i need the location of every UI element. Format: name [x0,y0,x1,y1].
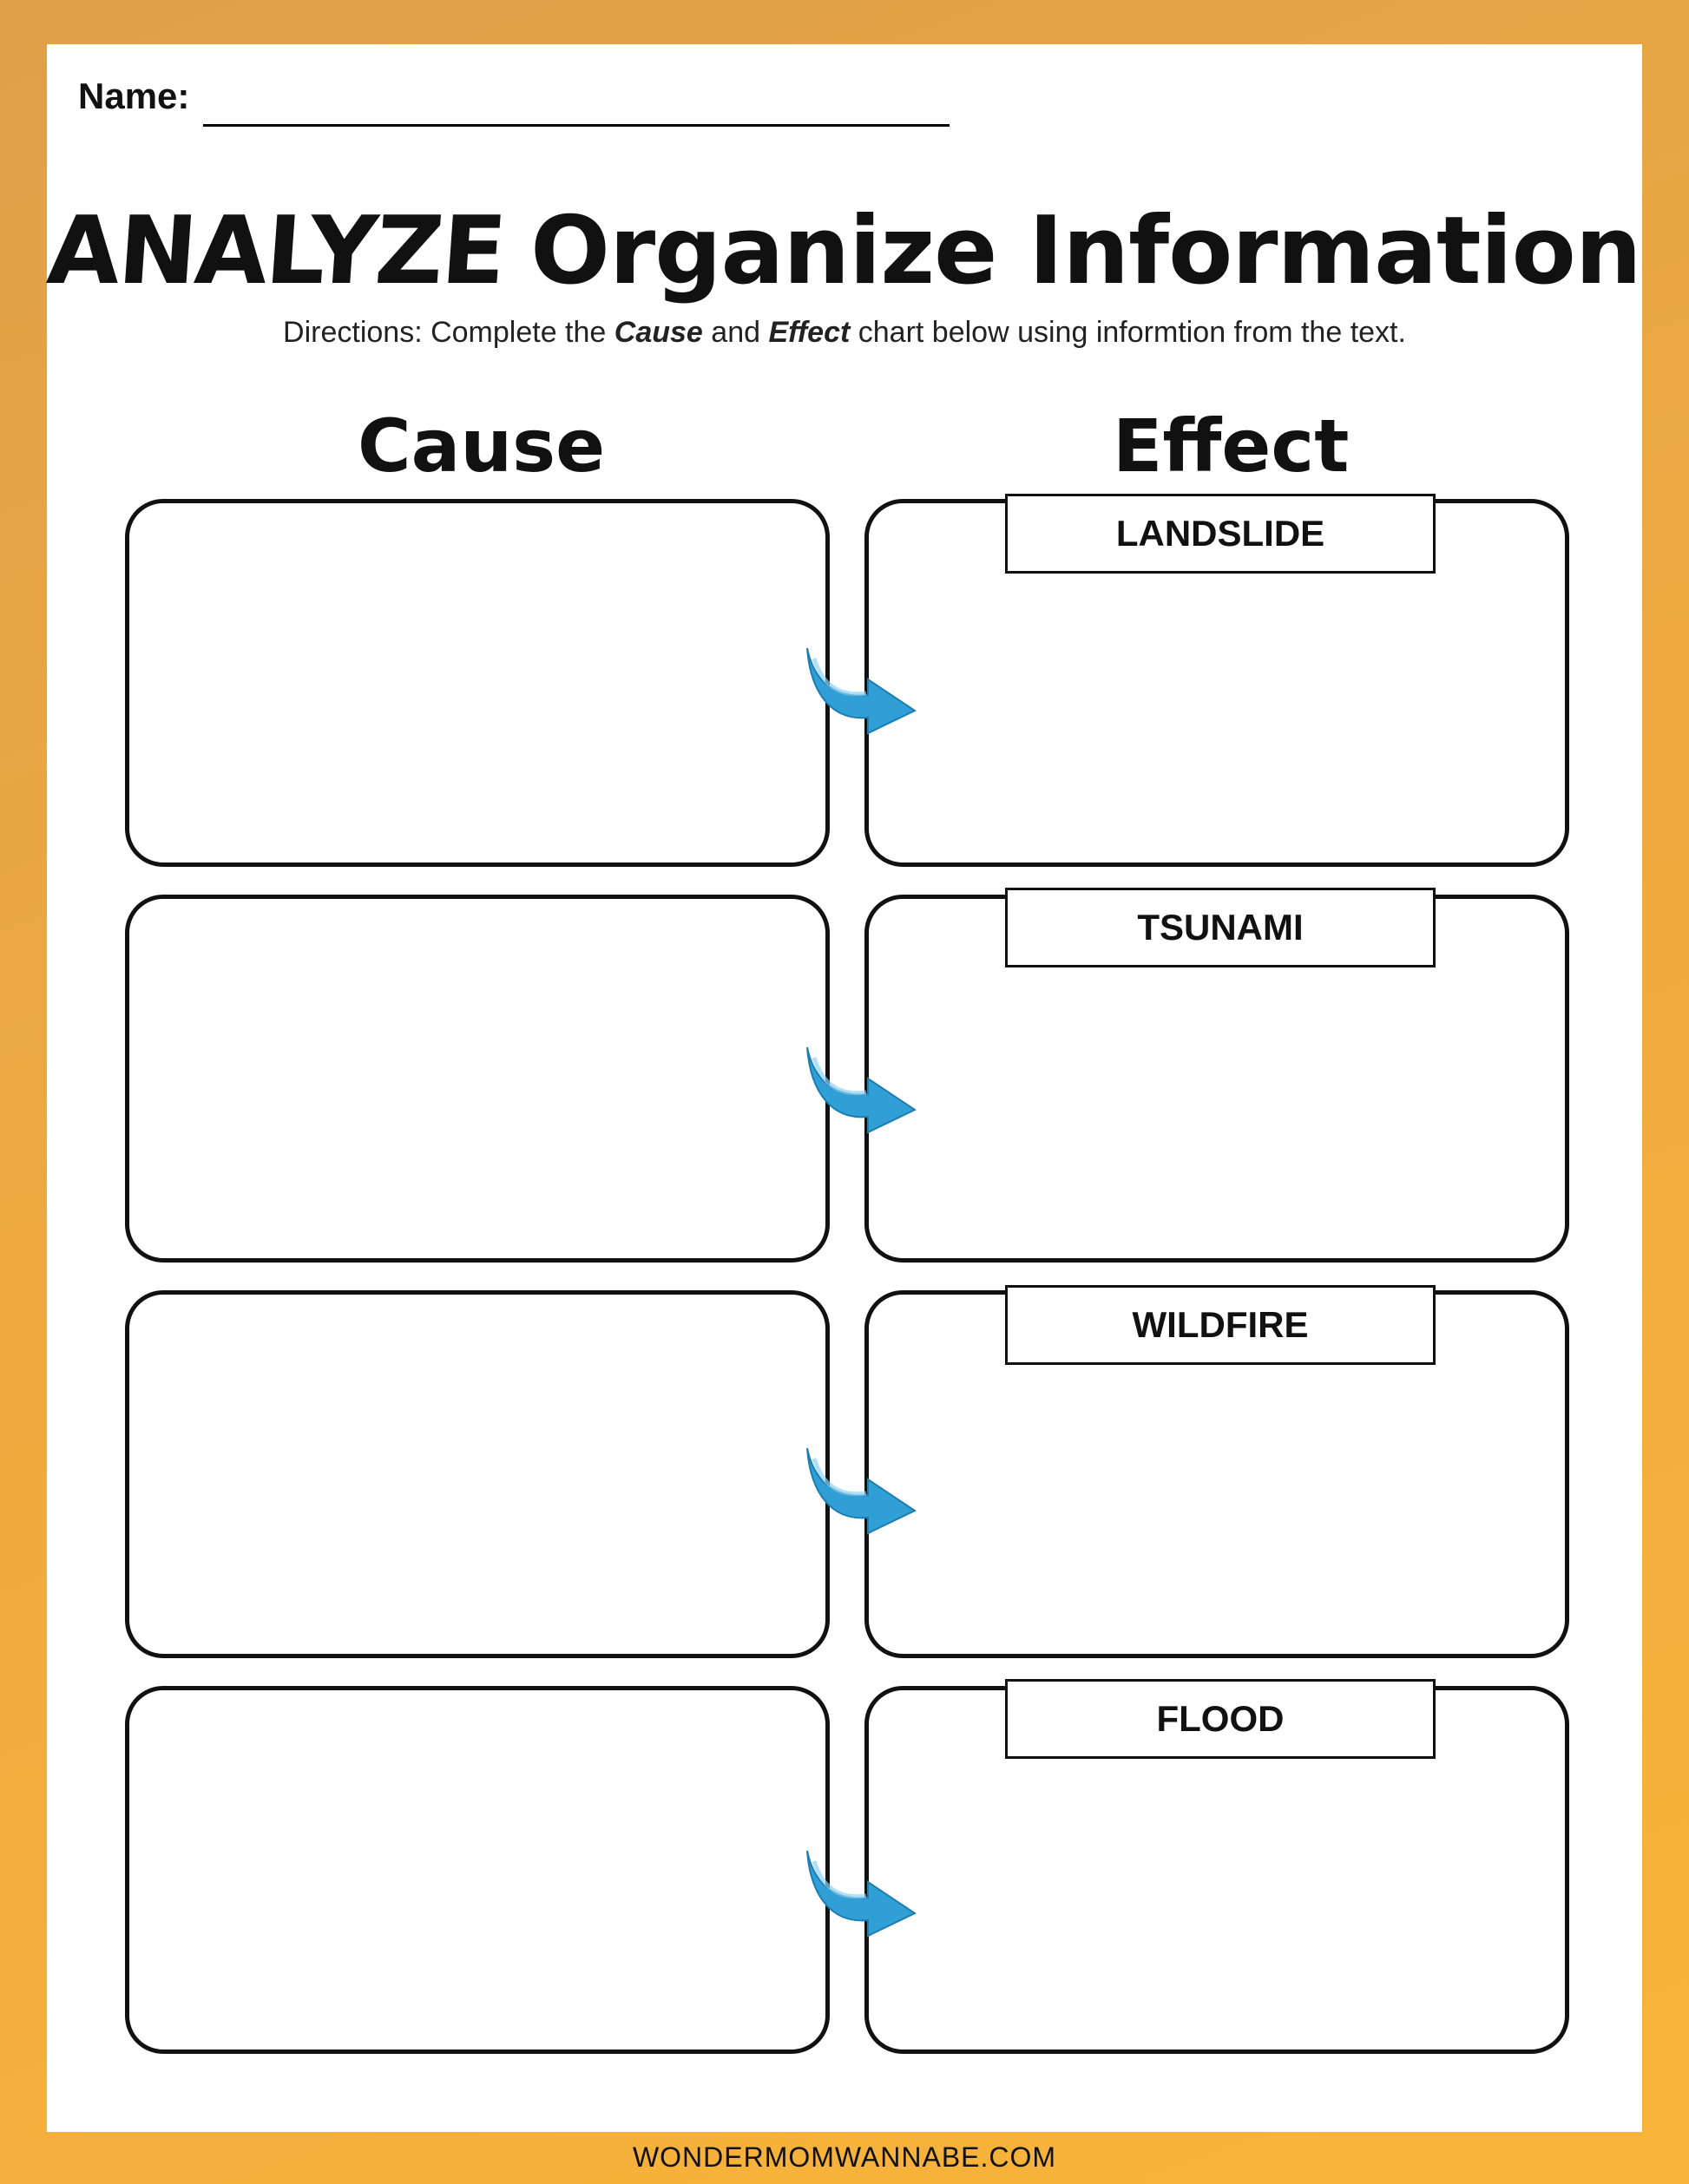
cause-box-3[interactable] [125,1290,830,1658]
cause-box-4[interactable] [125,1686,830,2054]
effect-label-2: TSUNAMI [1005,888,1436,967]
footer-website: WONDERMOMWANNABE.COM [632,2141,1057,2173]
directions-mid: and [702,316,769,349]
effect-box-4[interactable] [864,1686,1569,2054]
directions-post: chart below using informtion from the te… [850,316,1406,349]
directions-text: Directions: Complete the Cause and Effec… [47,316,1642,350]
directions-effect: Effect [768,316,851,349]
effect-label-4: FLOOD [1005,1679,1436,1759]
name-input-line[interactable] [203,124,950,127]
worksheet-page: Name: ANALYZE Organize Information Direc… [43,44,1642,2132]
arrow-icon [806,647,917,735]
page-title: ANALYZE Organize Information [43,197,1642,305]
cause-column-heading: Cause [358,403,606,489]
directions-cause: Cause [614,316,703,349]
arrow-icon [806,1046,917,1134]
effect-label-1: LANDSLIDE [1005,494,1436,574]
effect-label-3: WILDFIRE [1005,1285,1436,1365]
cause-box-1[interactable] [125,499,830,867]
cause-box-2[interactable] [125,895,830,1263]
title-analyze: ANALYZE [43,197,509,305]
title-organize-information: Organize Information [530,197,1642,305]
arrow-icon [806,1447,917,1535]
name-label: Name: [78,75,190,116]
effect-column-heading: Effect [1113,403,1350,489]
arrow-icon [806,1850,917,1938]
directions-pre: Directions: Complete the [283,316,614,349]
